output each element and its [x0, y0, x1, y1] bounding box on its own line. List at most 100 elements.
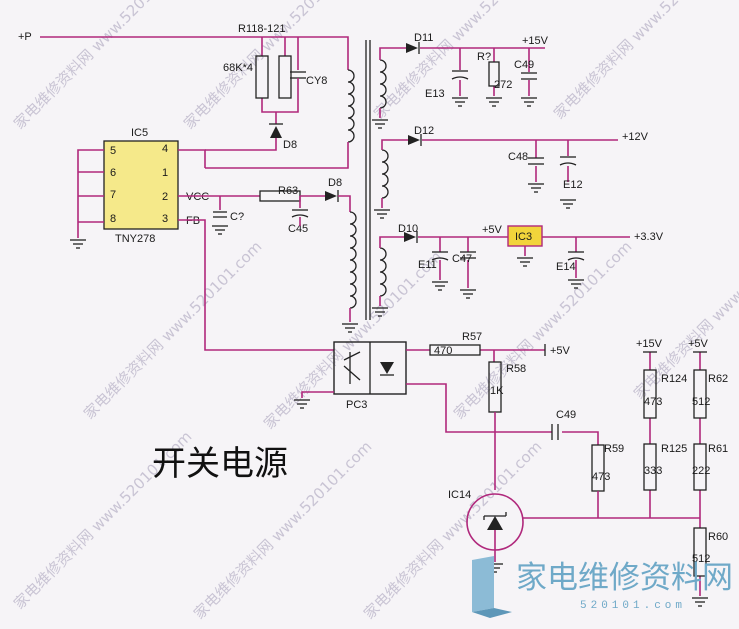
- site-logo: 家电维修资料网 520101.com: [472, 556, 733, 618]
- net-label-5v-b: +5V: [550, 345, 571, 357]
- diode-d12: [408, 134, 422, 146]
- svg-text:家电维修资料网 www.520101.com: 家电维修资料网 www.520101.com: [550, 0, 735, 123]
- r125-value: 333: [644, 465, 662, 477]
- r60-label: R60: [708, 531, 728, 543]
- r118-label: R118-121: [238, 23, 286, 35]
- resistor-r59: [591, 444, 605, 492]
- svg-text:家电维修资料网: 家电维修资料网: [516, 560, 733, 596]
- d8-label: D8: [328, 177, 342, 189]
- ic14-label: IC14: [448, 489, 471, 501]
- resistor-r125: [643, 443, 657, 491]
- r58-label: R58: [506, 363, 526, 375]
- winding-12v: [381, 149, 389, 199]
- e11-label: E11: [418, 259, 437, 271]
- r59-value: 473: [592, 471, 610, 483]
- net-label-p: +P: [18, 31, 32, 43]
- diode-d8: [325, 190, 339, 202]
- pc3-label: PC3: [346, 399, 367, 411]
- e14-label: E14: [556, 261, 576, 273]
- phototransistor: [343, 351, 361, 384]
- capacitor-c7: [213, 211, 227, 218]
- pc3-led: [380, 362, 394, 376]
- r60-value: 512: [692, 553, 710, 565]
- primary-winding: [347, 69, 355, 143]
- d12-label: D12: [414, 125, 434, 137]
- svg-text:520101.com: 520101.com: [580, 600, 686, 612]
- r61-label: R61: [708, 443, 728, 455]
- capacitor-cy8: [290, 71, 306, 100]
- resistor-r118: [255, 55, 269, 99]
- resistor-r121: [278, 55, 292, 99]
- r59-label: R59: [604, 443, 624, 455]
- r57-value: 470: [434, 345, 452, 357]
- cy8-label: CY8: [306, 75, 327, 87]
- c45-label: C45: [288, 223, 308, 235]
- resistor-rq: [488, 61, 500, 87]
- resistor-r61: [693, 443, 707, 491]
- capacitor-c45: [291, 209, 309, 218]
- svg-text:家电维修资料网 www.520101.com: 家电维修资料网 www.520101.com: [10, 0, 195, 133]
- rq-value: 272: [494, 79, 512, 91]
- winding-5v: [379, 247, 387, 297]
- c49a-label: C49: [514, 59, 534, 71]
- watermark: 家电维修资料网 www.520101.com 家电维修资料网 www.52010…: [10, 0, 739, 623]
- ic5-pin6: 6: [110, 167, 116, 179]
- ic5-pin8: 8: [110, 213, 116, 225]
- r58-value: 1K: [490, 385, 504, 397]
- capacitor-e13: [451, 70, 469, 80]
- resistor-r60: [693, 527, 707, 577]
- ic3-label: IC3: [515, 231, 532, 243]
- net-label-15v: +15V: [522, 35, 549, 47]
- resistor-r124: [643, 369, 657, 419]
- svg-text:家电维修资料网 www.520101.com: 家电维修资料网 www.520101.com: [80, 238, 265, 423]
- ic5-pin3: 3: [162, 213, 168, 225]
- capacitor-e11: [431, 251, 449, 261]
- r62-value: 512: [692, 396, 710, 408]
- ic14-zener-symbol: [483, 512, 507, 530]
- svg-text:家电维修资料网 www.520101.com: 家电维修资料网 www.520101.com: [180, 0, 365, 133]
- ic5-pin2: 2: [162, 191, 168, 203]
- diode-d8-top: [269, 123, 283, 138]
- ic5-chip: [103, 140, 179, 230]
- capacitor-c48: [528, 157, 544, 165]
- ic5-vcc-label: VCC: [186, 191, 209, 203]
- capacitor-e14: [567, 251, 585, 261]
- e13-label: E13: [425, 88, 445, 100]
- r62-label: R62: [708, 373, 728, 385]
- diode-d10: [404, 231, 418, 243]
- ic5-part: TNY278: [115, 233, 155, 245]
- capacitor-c49a: [521, 72, 537, 80]
- net-label-12v: +12V: [622, 131, 649, 143]
- e12-label: E12: [563, 179, 583, 191]
- r124-value: 473: [644, 396, 662, 408]
- r124-label: R124: [661, 373, 687, 385]
- capacitor-e12: [559, 156, 577, 166]
- c7-label: C?: [230, 211, 244, 223]
- net-label-5v-c: +5V: [688, 338, 709, 350]
- diode-d11: [406, 42, 420, 54]
- resistor-r62: [693, 369, 707, 419]
- c47-label: C47: [452, 253, 472, 265]
- diagram-title: 开关电源: [152, 444, 288, 484]
- r118-value: 68K*4: [223, 62, 253, 74]
- ic5-pin4: 4: [162, 143, 168, 155]
- d8-top-label: D8: [283, 139, 297, 151]
- ic5-fb-label: FB: [186, 215, 200, 227]
- ic5-pin5: 5: [110, 145, 116, 157]
- resistor-r57: [429, 344, 481, 356]
- r57-label: R57: [462, 331, 482, 343]
- r61-value: 222: [692, 465, 710, 477]
- winding-15v: [379, 59, 387, 109]
- d11-label: D11: [414, 32, 433, 44]
- c48-label: C48: [508, 151, 528, 163]
- rq-label: R?: [477, 51, 491, 63]
- ic5-pin1: 1: [162, 167, 168, 179]
- net-label-5v-a: +5V: [482, 224, 503, 236]
- net-label-33v: +3.3V: [634, 231, 664, 243]
- ic5-label: IC5: [131, 127, 148, 139]
- r125-label: R125: [661, 443, 687, 455]
- aux-winding: [349, 211, 357, 309]
- d10-label: D10: [398, 223, 418, 235]
- ic5-pin7: 7: [110, 189, 116, 201]
